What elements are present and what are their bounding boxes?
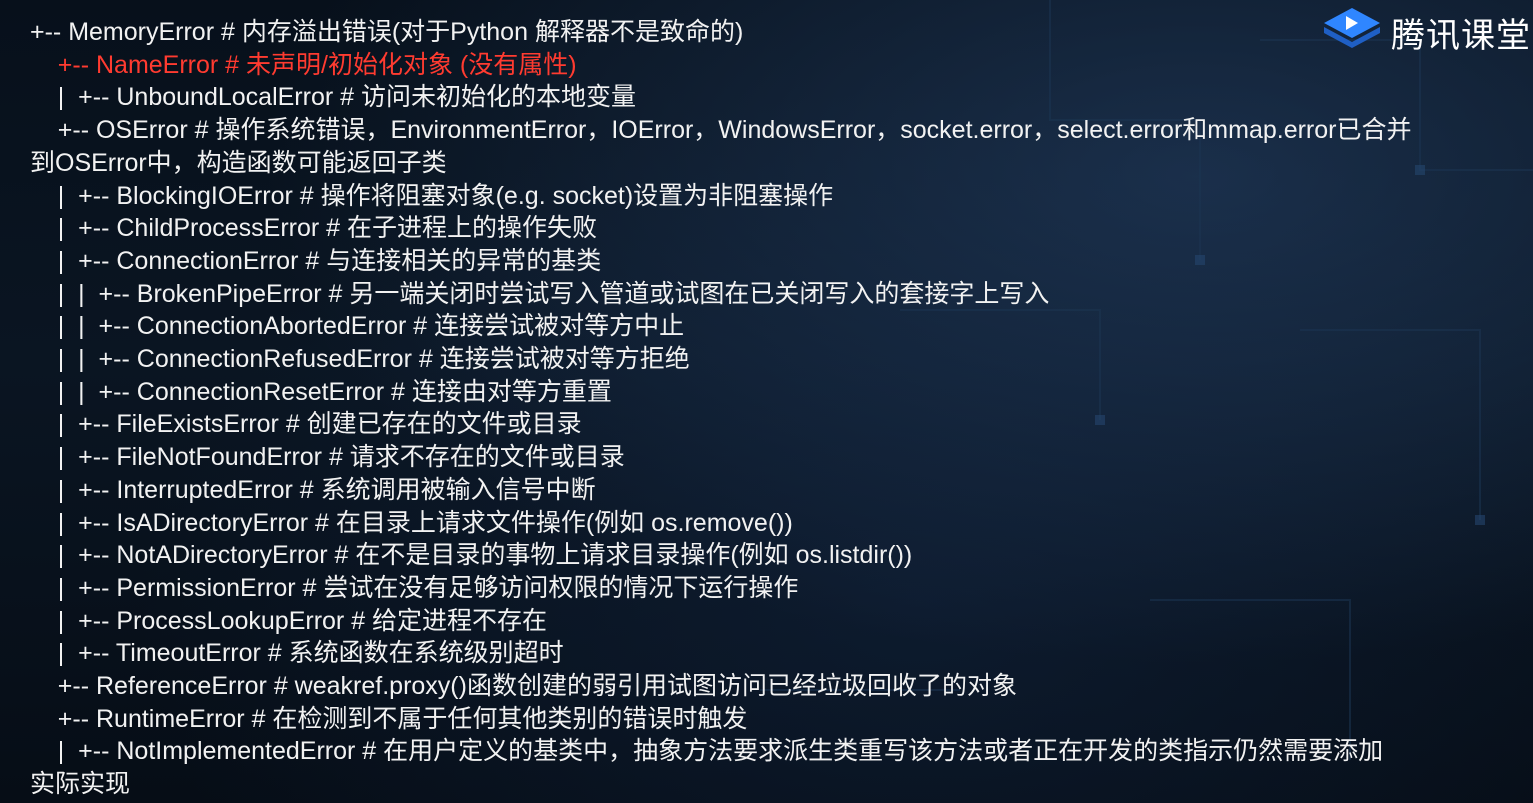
tree-prefix: | | +--	[30, 279, 137, 308]
hierarchy-line: | | +-- ConnectionAbortedError # 连接尝试被对等…	[30, 310, 684, 343]
line-text: IsADirectoryError # 在目录上请求文件操作(例如 os.rem…	[116, 508, 793, 537]
hierarchy-line: | +-- ConnectionError # 与连接相关的异常的基类	[30, 245, 601, 278]
hierarchy-line: | +-- UnboundLocalError # 访问未初始化的本地变量	[30, 81, 636, 114]
hierarchy-line: | +-- NotImplementedError # 在用户定义的基类中，抽象…	[30, 735, 1383, 768]
tree-prefix: +--	[30, 50, 96, 79]
hierarchy-line: +-- ReferenceError # weakref.proxy()函数创建…	[30, 670, 1017, 703]
tencent-classroom-play-icon	[1324, 8, 1380, 48]
hierarchy-line: 到OSError中，构造函数可能返回子类	[30, 147, 447, 180]
hierarchy-line: 实际实现	[30, 768, 130, 801]
hierarchy-line: +-- RuntimeError # 在检测到不属于任何其他类别的错误时触发	[30, 703, 748, 736]
line-text: ConnectionRefusedError # 连接尝试被对等方拒绝	[136, 345, 690, 373]
hierarchy-line: | | +-- ConnectionRefusedError # 连接尝试被对等…	[30, 343, 690, 376]
hierarchy-line: | +-- IsADirectoryError # 在目录上请求文件操作(例如 …	[30, 507, 793, 540]
hierarchy-line: | | +-- BrokenPipeError # 另一端关闭时尝试写入管道或试…	[30, 278, 1050, 311]
tree-prefix: | +--	[30, 246, 117, 275]
tree-prefix: | +--	[30, 181, 117, 210]
hierarchy-line: | +-- FileNotFoundError # 请求不存在的文件或目录	[30, 441, 625, 474]
hierarchy-line: | +-- NotADirectoryError # 在不是目录的事物上请求目录…	[30, 539, 912, 572]
tree-prefix: | +--	[30, 541, 117, 570]
line-text: OSError # 操作系统错误，EnvironmentError，IOErro…	[95, 116, 1412, 145]
tree-prefix: | +--	[30, 214, 117, 243]
line-text: ConnectionAbortedError # 连接尝试被对等方中止	[136, 312, 685, 341]
hierarchy-line: +-- NameError # 未声明/初始化对象 (没有属性)	[30, 49, 577, 82]
tree-prefix: | +--	[30, 639, 116, 668]
tree-prefix: +--	[30, 704, 96, 733]
line-text: BrokenPipeError # 另一端关闭时尝试写入管道或试图在已关闭写入的…	[136, 279, 1050, 308]
tree-prefix: +--	[30, 18, 69, 46]
tree-prefix: | +--	[30, 83, 117, 112]
tree-prefix: | +--	[30, 475, 117, 504]
hierarchy-line: | | +-- ConnectionResetError # 连接由对等方重置	[30, 376, 612, 409]
tree-prefix: | +--	[30, 410, 117, 439]
line-text: NotImplementedError # 在用户定义的基类中，抽象方法要求派生…	[116, 737, 1384, 766]
line-text: InterruptedError # 系统调用被输入信号中断	[116, 475, 596, 504]
hierarchy-line: | +-- PermissionError # 尝试在没有足够访问权限的情况下运…	[30, 572, 799, 605]
hierarchy-line: +-- OSError # 操作系统错误，EnvironmentError，IO…	[30, 114, 1412, 147]
line-text: BlockingIOError # 操作将阻塞对象(e.g. socket)设置…	[116, 181, 834, 210]
tree-prefix: | +--	[30, 573, 117, 602]
hierarchy-line: | +-- TimeoutError # 系统函数在系统级别超时	[30, 637, 564, 670]
line-text: 实际实现	[30, 770, 131, 799]
line-text: ProcessLookupError # 给定进程不存在	[116, 606, 548, 635]
tree-prefix: | | +--	[30, 312, 137, 341]
line-text: UnboundLocalError # 访问未初始化的本地变量	[116, 83, 636, 112]
tree-prefix: +--	[30, 116, 96, 145]
logo-text: 腾讯课堂	[1391, 15, 1531, 56]
line-text: TimeoutError # 系统函数在系统级别超时	[115, 639, 564, 668]
line-text: FileExistsError # 创建已存在的文件或目录	[116, 410, 582, 439]
hierarchy-line: | +-- ChildProcessError # 在子进程上的操作失败	[30, 212, 597, 245]
line-text: PermissionError # 尝试在没有足够访问权限的情况下运行操作	[116, 573, 799, 602]
tree-prefix: | | +--	[30, 377, 137, 406]
hierarchy-line: | +-- BlockingIOError # 操作将阻塞对象(e.g. soc…	[30, 180, 833, 213]
tree-prefix: | +--	[30, 443, 117, 472]
tree-prefix: | | +--	[30, 345, 137, 373]
hierarchy-line: +-- MemoryError # 内存溢出错误(对于Python 解释器不是致…	[30, 16, 743, 49]
tree-prefix: +--	[30, 672, 96, 700]
line-text: ConnectionResetError # 连接由对等方重置	[136, 377, 612, 406]
line-text: NameError # 未声明/初始化对象 (没有属性)	[95, 50, 577, 79]
line-text: ReferenceError # weakref.proxy()函数创建的弱引用…	[95, 672, 1017, 700]
tree-prefix: | +--	[30, 508, 117, 537]
hierarchy-line: | +-- FileExistsError # 创建已存在的文件或目录	[30, 408, 582, 441]
line-text: NotADirectoryError # 在不是目录的事物上请求目录操作(例如 …	[116, 541, 913, 570]
line-text: 到OSError中，构造函数可能返回子类	[30, 148, 447, 177]
tree-prefix: | +--	[30, 737, 117, 766]
hierarchy-line: | +-- InterruptedError # 系统调用被输入信号中断	[30, 474, 596, 507]
line-text: FileNotFoundError # 请求不存在的文件或目录	[116, 443, 625, 472]
line-text: MemoryError # 内存溢出错误(对于Python 解释器不是致命的)	[68, 18, 744, 46]
tencent-classroom-logo: 腾讯课堂	[1321, 6, 1531, 58]
hierarchy-line: | +-- ProcessLookupError # 给定进程不存在	[30, 605, 547, 638]
line-text: ConnectionError # 与连接相关的异常的基类	[116, 246, 602, 275]
line-text: RuntimeError # 在检测到不属于任何其他类别的错误时触发	[95, 704, 748, 733]
tree-prefix: | +--	[30, 606, 117, 635]
line-text: ChildProcessError # 在子进程上的操作失败	[116, 214, 598, 243]
